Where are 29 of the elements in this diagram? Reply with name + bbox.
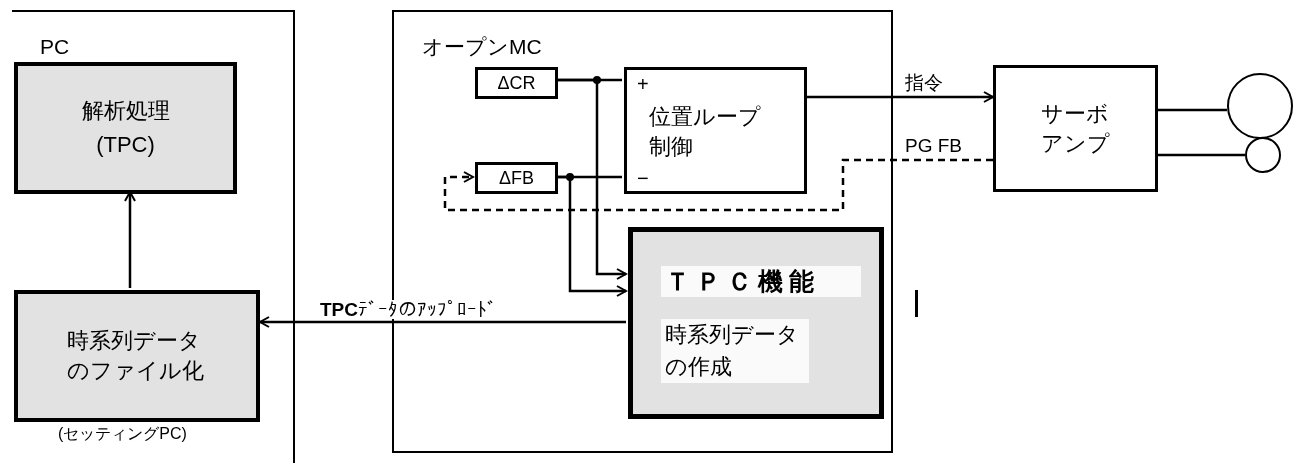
system-panel (12, 10, 295, 463)
process-box (14, 290, 260, 422)
node-label: (セッティングPC) (58, 426, 187, 442)
block-label: 位置ループ制御 (649, 103, 762, 161)
arrow (443, 158, 993, 212)
block-label: ΔFB (499, 169, 534, 187)
block-label: 解析処理 (81, 97, 170, 125)
control-block (624, 67, 807, 194)
block-label: (TPC) (96, 131, 155, 159)
block-label: 時系列データのファイル化 (67, 327, 205, 385)
block-label: ΔCR (497, 74, 536, 92)
arrow (259, 316, 626, 328)
process-box (14, 62, 237, 194)
edge-label: PG FB (903, 136, 964, 155)
arrow (556, 78, 627, 280)
amplifier-box (993, 65, 1158, 192)
plus-sign: + (637, 74, 649, 94)
panel-heading: PC (40, 36, 70, 57)
signal-box (475, 162, 558, 194)
block-title: ＴＰＣ機能 (661, 266, 861, 298)
block-label: 時系列データの作成 (661, 319, 809, 384)
minus-sign: − (637, 168, 649, 188)
panel-heading: オープンMC (422, 36, 542, 57)
arrow (556, 175, 627, 297)
arrow (805, 91, 994, 103)
function-block (628, 227, 884, 419)
signal-box (475, 67, 558, 99)
block-label: サーボアンプ (1040, 99, 1111, 158)
edge-label: 指令 (903, 73, 945, 92)
